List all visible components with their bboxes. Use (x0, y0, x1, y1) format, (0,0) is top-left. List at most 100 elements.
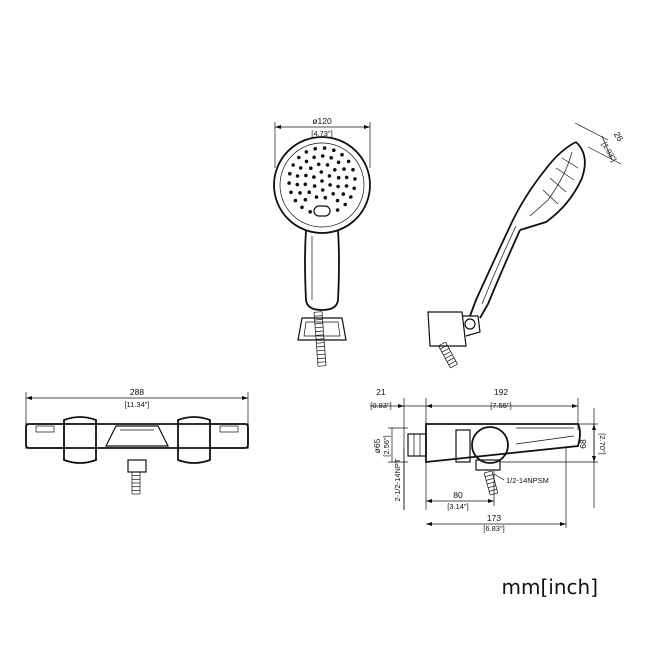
hose-ring (316, 342, 325, 344)
inlet-thread: 2-1/2-14NPT (393, 458, 402, 501)
hose-ring (445, 354, 453, 359)
nozzle-dot (322, 146, 327, 150)
nozzle-dot (323, 195, 328, 200)
hose-ring (488, 485, 496, 489)
nozzle-dot (295, 182, 300, 187)
nozzle-dot (304, 173, 308, 178)
hose-ring (314, 319, 323, 321)
spray-nozzles (287, 146, 357, 214)
nozzle-dot (293, 198, 298, 203)
body-height-inch: [2.70"] (598, 433, 607, 454)
hose-ring (317, 357, 326, 359)
nozzle-dot (346, 159, 351, 164)
nozzle-dot (353, 177, 357, 181)
nozzle-dot (312, 184, 317, 188)
hose-ring (315, 326, 324, 329)
nozzle-dot (298, 166, 303, 170)
wall-offset-inch: [0.83"] (370, 401, 391, 410)
nozzle-dot (335, 198, 340, 203)
body-height-mm: 68 (578, 439, 588, 449)
nozzle-dot (297, 155, 301, 160)
nozzle-dot (304, 159, 309, 164)
nozzle-dot (312, 175, 316, 179)
spout-depth-inch: [6.83"] (483, 524, 504, 533)
nozzle-dot (343, 202, 348, 207)
inlet-diameter-inch: [2.56"] (382, 435, 391, 456)
nozzle-dot (289, 190, 293, 195)
nozzle-dot (312, 155, 316, 160)
wall-offset-mm: 21 (376, 387, 386, 397)
hose-ring (315, 330, 324, 332)
nozzle-dot (291, 163, 296, 167)
nozzle-dot (308, 210, 313, 214)
hose-ring (315, 338, 325, 340)
hand-shower-side-view: 26 [1.03"] (427, 122, 626, 369)
outlet-thread: 1/2-14NPSM (506, 476, 549, 485)
body-width-mm: 288 (130, 387, 144, 397)
head-thickness-mm: 26 (612, 130, 626, 143)
nozzle-dot (287, 181, 291, 185)
hose-ring (438, 341, 446, 347)
total-depth-inch: [7.55"] (490, 401, 511, 410)
hose-ring (316, 346, 325, 348)
nozzle-dot (325, 163, 330, 167)
nozzle-dot (327, 174, 332, 178)
hose-ring (489, 488, 497, 492)
body-width-inch: [11.34"] (124, 400, 149, 409)
nozzle-dot (351, 167, 355, 172)
nozzle-dot (344, 184, 349, 188)
hose-ring (486, 477, 494, 481)
nozzle-dot (342, 167, 346, 171)
nozzle-dot (300, 205, 304, 210)
nozzle-dot (336, 184, 340, 189)
nozzle-dot (320, 179, 324, 183)
hose-front (313, 311, 327, 367)
hose-ring (446, 357, 455, 362)
nozzle-dot (352, 186, 357, 191)
nozzle-dot (328, 183, 332, 187)
nozzle-dot (333, 168, 337, 172)
hose-side (438, 341, 458, 369)
hose-ring (313, 311, 323, 313)
mixer-side-view: 21 [0.83"] 192 [7.55"] ø65 [2.56"] 2-1/2… (370, 387, 607, 533)
outlet-offset-mm: 80 (453, 490, 463, 500)
hand-shower-front-view: ø120 [4.73"] (273, 116, 371, 367)
nozzle-dot (307, 190, 312, 194)
nozzle-dot (303, 197, 308, 202)
spout-depth-mm: 173 (487, 513, 501, 523)
nozzle-dot (316, 162, 321, 167)
hose-ring (314, 322, 323, 325)
hose-ring (317, 353, 326, 356)
units-label: mm[inch] (502, 575, 598, 599)
hose-ring (314, 315, 323, 317)
hose-ring (448, 360, 456, 366)
nozzle-dot (336, 175, 341, 180)
nozzle-dot (304, 150, 309, 154)
head-diameter-mm: ø120 (312, 116, 332, 126)
hose-ring (317, 361, 326, 363)
hose-ring (316, 349, 325, 352)
nozzle-dot (313, 146, 318, 151)
mixer-front-view: 288 [11.34"] (25, 387, 249, 495)
hose-ring (441, 348, 450, 353)
nozzle-dot (298, 191, 302, 195)
nozzle-dot (295, 174, 300, 178)
inlet-diameter-mm: ø65 (372, 438, 382, 453)
nozzle-dot (335, 208, 340, 212)
head-thickness-inch: [1.03"] (600, 140, 619, 163)
hose-ring (450, 363, 458, 369)
nozzle-dot (303, 182, 308, 187)
nozzle-dot (320, 154, 325, 158)
hose-ring (484, 470, 492, 474)
hose-side-mixer (483, 470, 499, 496)
hose-ring (485, 474, 493, 478)
nozzle-dot (344, 175, 349, 180)
hose-ring (487, 481, 495, 485)
nozzle-dot (336, 160, 341, 165)
nozzle-dot (332, 148, 336, 152)
hose-ring (443, 351, 451, 356)
hose-ring (440, 344, 448, 350)
nozzle-dot (319, 170, 324, 174)
nozzle-dot (349, 195, 353, 199)
